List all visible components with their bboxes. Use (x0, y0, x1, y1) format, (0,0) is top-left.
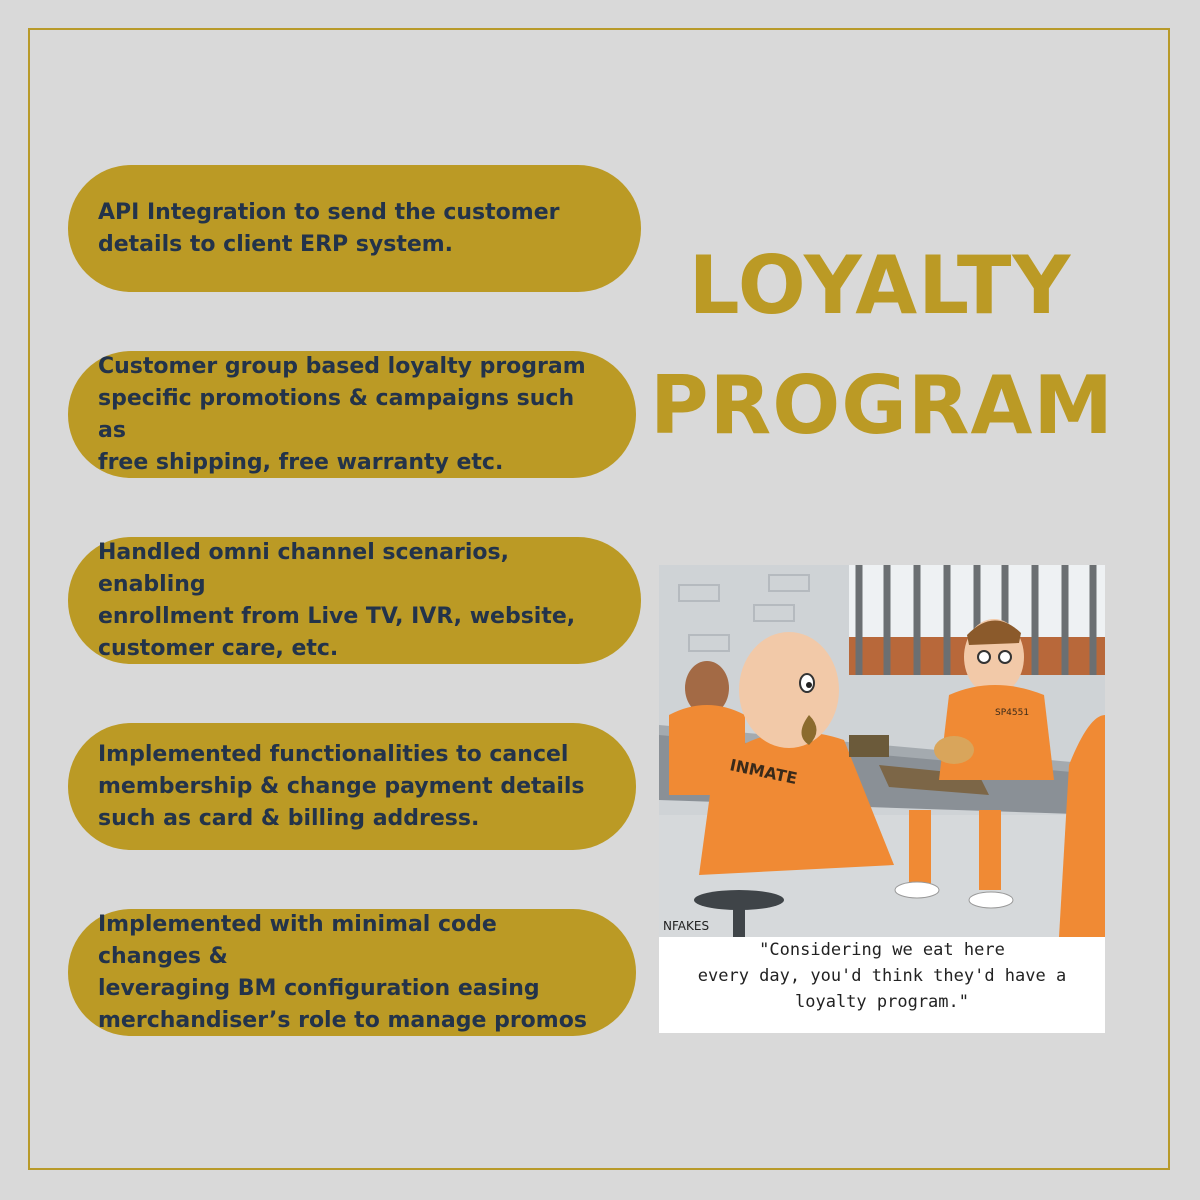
feature-text-line: Implemented with minimal code changes & (98, 911, 497, 969)
feature-card-omni-channel: Handled omni channel scenarios, enabling… (68, 537, 641, 664)
cartoon-illustration: INMATE SP4551 NFAKES (659, 565, 1105, 937)
artist-signature: NFAKES (663, 919, 709, 933)
feature-text-line: specific promotions & campaigns such as (98, 385, 575, 443)
page-frame (28, 28, 1170, 1170)
feature-card-cancel-membership: Implemented functionalities to cancel me… (68, 723, 636, 850)
badge-text: SP4551 (995, 708, 1029, 718)
feature-text-line: Handled omni channel scenarios, enabling (98, 539, 509, 597)
prison-cartoon: INMATE SP4551 NFAKES "Considering we eat… (659, 565, 1105, 1033)
feature-card-api-integration: API Integration to send the customer det… (68, 165, 641, 292)
feature-text-line: details to client ERP system. (98, 231, 454, 257)
feature-text-line: Implemented functionalities to cancel (98, 741, 569, 767)
feature-text-line: leveraging BM configuration easing (98, 975, 540, 1001)
feature-text-line: API Integration to send the customer (98, 199, 560, 225)
feature-card-customer-group: Customer group based loyalty program spe… (68, 351, 636, 478)
feature-card-minimal-code: Implemented with minimal code changes & … (68, 909, 636, 1036)
feature-text-line: such as card & billing address. (98, 805, 480, 831)
caption-line: every day, you'd think they'd have a (697, 966, 1067, 986)
feature-text-line: enrollment from Live TV, IVR, website, (98, 603, 576, 629)
feature-text-line: customer care, etc. (98, 635, 339, 661)
title-line-2: PROGRAM (650, 359, 1115, 452)
title-line-1: LOYALTY (688, 239, 1072, 332)
caption-line: "Considering we eat here (759, 940, 1005, 960)
feature-text-line: membership & change payment details (98, 773, 585, 799)
feature-text-line: Customer group based loyalty program (98, 353, 586, 379)
cartoon-caption: "Considering we eat here every day, you'… (659, 937, 1105, 1015)
caption-line: loyalty program." (795, 992, 969, 1012)
feature-text-line: merchandiser’s role to manage promos (98, 1007, 587, 1033)
feature-text-line: free shipping, free warranty etc. (98, 449, 504, 475)
